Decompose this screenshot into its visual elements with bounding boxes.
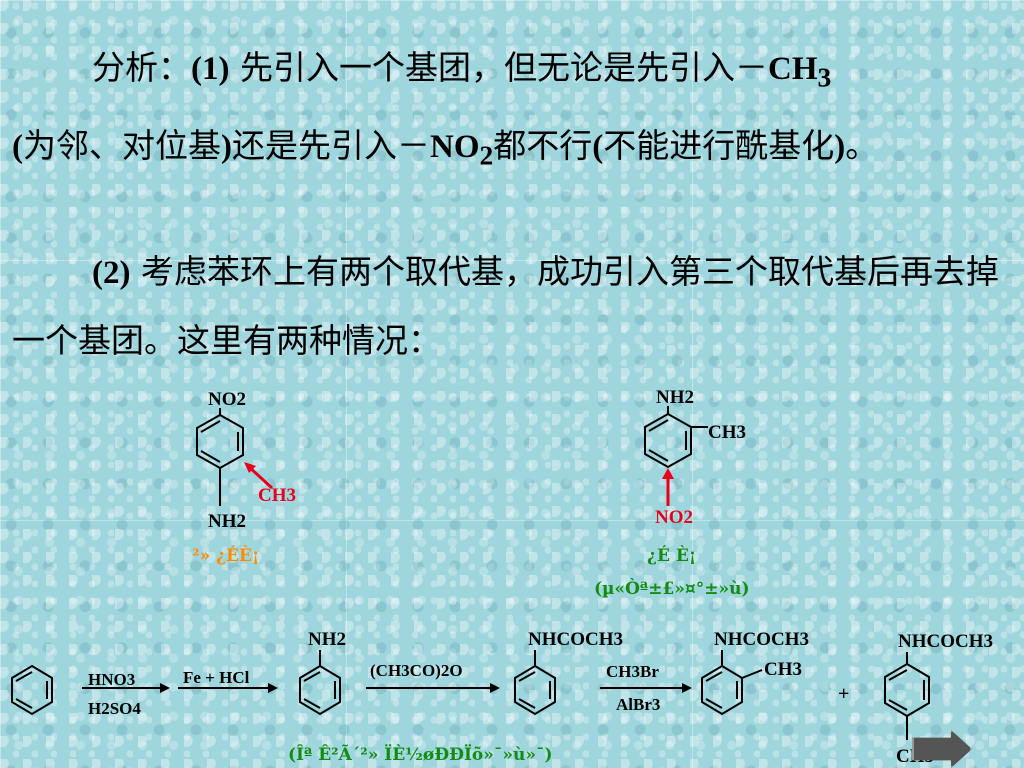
reaction-sequence [11, 650, 930, 740]
para1-paren-close: ) [221, 128, 232, 165]
analysis-label: 分析： [92, 48, 191, 87]
para1-paren2-open: ( [592, 128, 604, 165]
analysis-paragraph-2: (2) 考虑苯环上有两个取代基，成功引入第三个取代基后再去掉一个基团。这里有两种… [12, 238, 1012, 375]
reagent-ch3br: CH3Br [606, 662, 659, 681]
benzene-ring [644, 412, 692, 469]
structure-left [196, 408, 244, 506]
arrowhead-2 [268, 683, 278, 693]
analysis-paragraph-1: 分析：(1) 先引入一个基团，但无论是先引入－CH3 (为邻、对位基)还是先引入… [12, 34, 1012, 189]
para1-paren2-close: ) [834, 128, 846, 165]
no2-formula: NO2 [430, 128, 494, 171]
para1-text1: 先引入一个基团，但无论是先引入－ [229, 48, 768, 87]
para1-paren-open: ( [12, 128, 23, 165]
ortho-product-label: NHCOCH3 [714, 629, 809, 650]
ch3-formula: CH3 [767, 51, 832, 93]
reagent-acetic-anhydride: (CH3CO)2O [370, 661, 463, 680]
benzene-ring [196, 413, 244, 470]
left-no2-label: NO2 [208, 389, 246, 410]
left-caption: ²» ¿ÉÈ¡ [192, 545, 259, 566]
para1-text5: 不能进行酰基化 [603, 125, 835, 165]
para-product-label: NHCOCH3 [898, 631, 993, 652]
benzene-start [11, 664, 53, 716]
right-caption-1: ¿É È¡ [647, 545, 696, 566]
left-red-arrowhead [244, 462, 256, 473]
reaction-caption: (Îª Ê²Ã´²» ÏÈ½øÐÐÏõ»¯»ù»¯) [288, 743, 553, 765]
para1-text4: 都不行 [493, 125, 593, 165]
structure-right [644, 406, 708, 469]
reagent-hno3: HNO3 [88, 670, 135, 689]
para1-text2: 为邻、对位基 [23, 125, 221, 165]
point-number-1: (1) [191, 51, 230, 87]
left-ch3-label: CH3 [258, 485, 296, 506]
reagent-fe-hcl: Fe + HCl [183, 668, 250, 687]
acetanilide-label: NHCOCH3 [528, 629, 623, 650]
right-no2-label: NO2 [655, 507, 693, 528]
arrowhead-1 [160, 683, 170, 693]
arrowhead-4 [682, 683, 692, 693]
right-red-arrowhead [662, 468, 674, 479]
right-caption-2: (µ«Òª±£»¤°±»ù) [594, 578, 749, 599]
reagent-h2so4: H2SO4 [88, 699, 141, 718]
aniline-nh2-label: NH2 [308, 629, 346, 650]
para2-text: 考虑苯环上有两个取代基，成功引入第三个取代基后再去掉一个基团。这里有两种情况： [12, 252, 999, 360]
point-number-2: (2) [92, 255, 131, 291]
para1-text6: 。 [845, 125, 879, 165]
benzene-aniline [299, 664, 341, 716]
right-nh2-label: NH2 [656, 387, 694, 408]
benzene-acetanilide [514, 664, 556, 716]
reagent-albr3: AlBr3 [616, 695, 660, 714]
benzene-para-product [884, 662, 930, 718]
right-ch3-label: CH3 [708, 422, 746, 443]
para1-text3: 还是先引入－ [232, 125, 430, 165]
left-nh2-label: NH2 [208, 511, 246, 532]
ortho-ch3-label: CH3 [764, 659, 802, 680]
plus-sign: + [838, 683, 849, 705]
arrowhead-3 [490, 683, 500, 693]
